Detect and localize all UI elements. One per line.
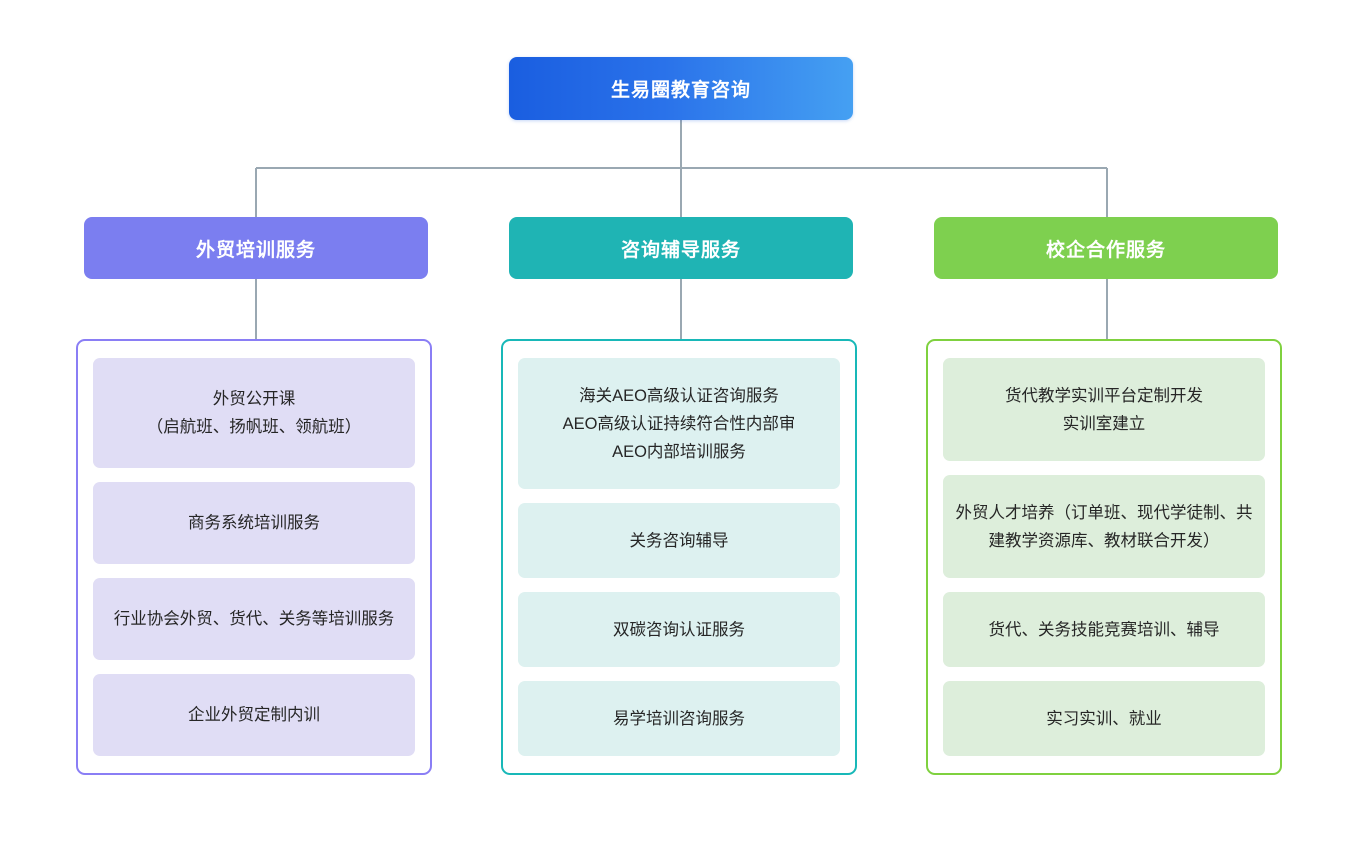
branch-header-label-2: 咨询辅导服务 <box>620 239 741 261</box>
leaf-label: 实习实训、就业 <box>1046 709 1162 728</box>
leaf-list-1: 外贸公开课（启航班、扬帆班、领航班） 商务系统培训服务 行业协会外贸、货代、关务… <box>93 358 415 756</box>
branch-header-label-3: 校企合作服务 <box>1045 239 1166 261</box>
leaf-node[interactable]: 行业协会外贸、货代、关务等培训服务 <box>93 578 415 660</box>
leaf-label: 外贸人才培养（订单班、现代学徒制、共建教学资源库、教材联合开发） <box>955 503 1253 550</box>
leaf-list-3: 货代教学实训平台定制开发实训室建立 外贸人才培养（订单班、现代学徒制、共建教学资… <box>943 358 1265 756</box>
root-node[interactable]: 生易圈教育咨询 <box>509 57 853 120</box>
branch-group-box-3: 货代教学实训平台定制开发实训室建立 外贸人才培养（订单班、现代学徒制、共建教学资… <box>926 339 1282 775</box>
leaf-label: 商务系统培训服务 <box>188 514 320 532</box>
leaf-label: 行业协会外贸、货代、关务等培训服务 <box>113 610 395 628</box>
leaf-node[interactable]: 企业外贸定制内训 <box>93 674 415 756</box>
leaf-node[interactable]: 外贸人才培养（订单班、现代学徒制、共建教学资源库、教材联合开发） <box>943 475 1265 578</box>
leaf-label: 双碳咨询认证服务 <box>613 620 745 639</box>
leaf-node[interactable]: 易学培训咨询服务 <box>518 681 840 756</box>
leaf-node[interactable]: 货代、关务技能竞赛培训、辅导 <box>943 592 1265 667</box>
leaf-label: 货代教学实训平台定制开发实训室建立 <box>1005 386 1203 433</box>
branch-header-3[interactable]: 校企合作服务 <box>934 217 1278 279</box>
leaf-node[interactable]: 关务咨询辅导 <box>518 503 840 578</box>
leaf-node[interactable]: 商务系统培训服务 <box>93 482 415 564</box>
leaf-node[interactable]: 双碳咨询认证服务 <box>518 592 840 667</box>
leaf-label: 易学培训咨询服务 <box>613 709 745 728</box>
leaf-node[interactable]: 外贸公开课（启航班、扬帆班、领航班） <box>93 358 415 468</box>
branch-header-2[interactable]: 咨询辅导服务 <box>509 217 853 279</box>
branch-group-box-1: 外贸公开课（启航班、扬帆班、领航班） 商务系统培训服务 行业协会外贸、货代、关务… <box>76 339 432 775</box>
leaf-node[interactable]: 实习实训、就业 <box>943 681 1265 756</box>
branch-header-1[interactable]: 外贸培训服务 <box>84 217 428 279</box>
leaf-label: 企业外贸定制内训 <box>188 706 320 724</box>
leaf-label: 货代、关务技能竞赛培训、辅导 <box>988 620 1220 639</box>
root-node-label: 生易圈教育咨询 <box>610 80 751 101</box>
leaf-label: 外贸公开课（启航班、扬帆班、领航班） <box>146 390 362 436</box>
branch-header-label-1: 外贸培训服务 <box>195 239 316 261</box>
leaf-label: 关务咨询辅导 <box>629 531 729 550</box>
leaf-node[interactable]: 货代教学实训平台定制开发实训室建立 <box>943 358 1265 461</box>
